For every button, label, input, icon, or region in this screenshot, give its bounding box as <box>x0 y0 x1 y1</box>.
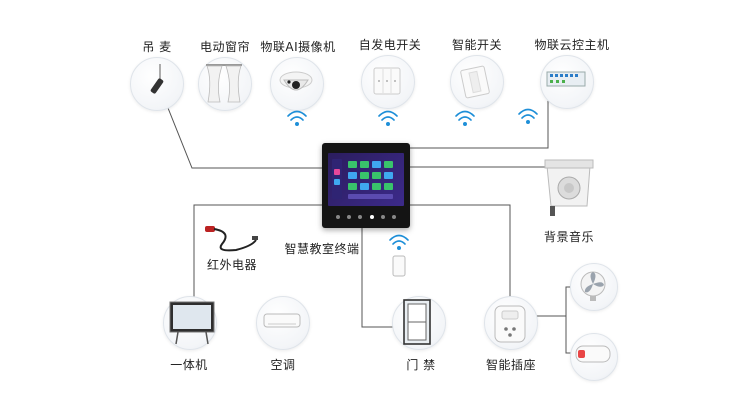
circle-smart-socket <box>484 296 538 350</box>
line-terminal-socket <box>410 204 511 298</box>
screen-tile <box>348 172 357 179</box>
label-iot-host: 物联云控主机 <box>534 38 610 52</box>
cable-icon <box>205 226 258 252</box>
screen-tile <box>334 179 340 185</box>
circle-curtain <box>198 57 252 111</box>
screen-tile <box>360 183 369 190</box>
screen-tile <box>384 172 393 179</box>
label-pendant-mic: 吊 麦 <box>142 40 172 54</box>
circle-iot-host <box>540 55 594 109</box>
label-curtain: 电动窗帘 <box>199 40 251 54</box>
circle-air-conditioner <box>256 296 310 350</box>
label-air-conditioner: 空调 <box>270 358 296 372</box>
circle-ai-camera <box>270 57 324 111</box>
speaker-icon <box>544 159 594 216</box>
circle-self-power-switch <box>361 55 415 109</box>
screen-tile <box>360 172 369 179</box>
screen-tile <box>384 183 393 190</box>
circle-door-access <box>392 296 446 350</box>
circle-all-in-one <box>163 296 217 350</box>
terminal-button-bar <box>336 215 396 219</box>
screen-tile <box>348 194 393 199</box>
screen-tile <box>348 183 357 190</box>
screen-tile <box>384 161 393 168</box>
label-infrared: 红外电器 <box>206 258 258 272</box>
smart-classroom-terminal <box>322 143 410 228</box>
label-self-power-switch: 自发电开关 <box>358 38 422 52</box>
label-smart-socket: 智能插座 <box>485 358 537 372</box>
circle-smart-switch <box>450 55 504 109</box>
label-all-in-one: 一体机 <box>170 358 208 372</box>
screen-tile <box>360 161 369 168</box>
screen-tile <box>372 172 381 179</box>
screen-tile <box>372 161 381 168</box>
label-background-music: 背景音乐 <box>543 230 595 244</box>
label-center-terminal: 智慧教室终端 <box>284 242 360 256</box>
screen-tile <box>372 183 381 190</box>
label-door-access: 门 禁 <box>406 358 436 372</box>
screen-tile <box>334 169 340 175</box>
label-ai-camera: 物联AI摄像机 <box>260 40 336 54</box>
screen-tile <box>348 161 357 168</box>
circle-pendant-mic <box>130 57 184 111</box>
circle-heater <box>570 333 618 381</box>
circle-fan <box>570 263 618 311</box>
terminal-screen <box>328 153 404 206</box>
sensor-icon <box>392 255 406 277</box>
label-smart-switch: 智能开关 <box>451 38 503 52</box>
